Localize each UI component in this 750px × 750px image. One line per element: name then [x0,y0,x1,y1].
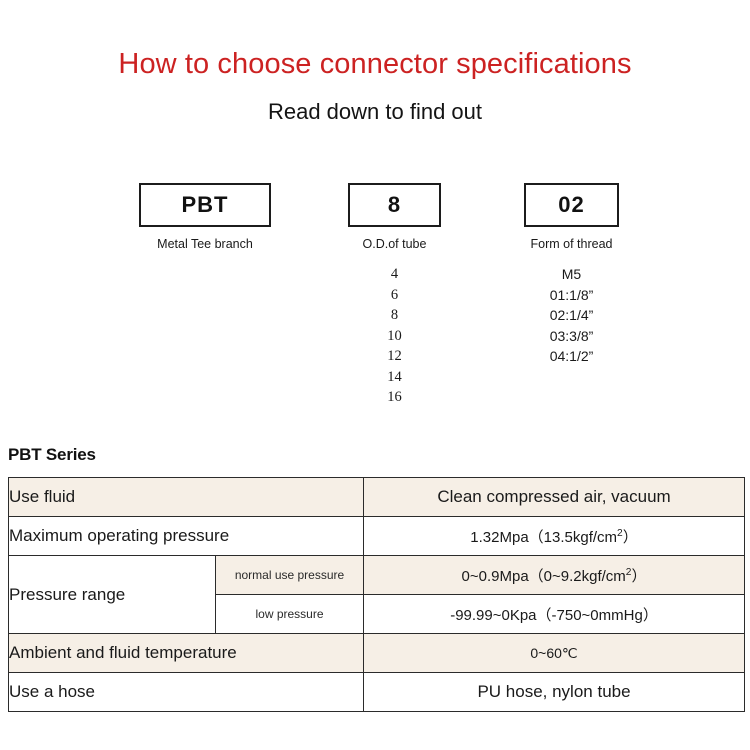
spec-label: Use fluid [7,477,365,517]
spec-value: 1.32Mpa（13.5kgf/cm2） [363,516,746,556]
spec-label: Use a hose [7,672,365,712]
code-breakdown-diagram: PBT Metal Tee branch 8 O.D.of tube 4 6 8… [0,183,750,423]
code-option: 14 [387,368,402,385]
table-row: Pressure range normal use pressure 0~0.9… [8,555,746,634]
code-option: 04:1/2” [549,348,594,364]
code-options-outer-diameter: 4 6 8 10 12 14 16 [348,264,441,408]
code-group-series: PBT Metal Tee branch [139,183,271,251]
code-box-outer-diameter: 8 [348,183,441,227]
code-option: 6 [390,286,399,303]
spec-value: -99.99~0Kpa（-750~0mmHg） [363,594,746,634]
specification-table: Use fluid Clean compressed air, vacuum M… [7,477,746,712]
code-caption-outer-diameter: O.D.of tube [362,237,427,251]
table-row: Use fluid Clean compressed air, vacuum [7,477,746,517]
table-row: Maximum operating pressure 1.32Mpa（13.5k… [7,516,746,556]
code-option: 02:1/4” [549,307,594,323]
spec-value: PU hose, nylon tube [363,672,746,712]
table-row: Ambient and fluid temperature 0~60℃ [7,633,746,673]
spec-sublabel: normal use pressure [214,555,365,595]
code-box-series: PBT [139,183,271,227]
code-group-outer-diameter: 8 O.D.of tube 4 6 8 10 12 14 16 [348,183,441,408]
spec-label: Maximum operating pressure [7,516,365,556]
code-box-thread-form: 02 [524,183,619,227]
code-option: M5 [561,266,582,282]
code-option: 12 [387,348,402,364]
code-option: 01:1/8” [549,286,594,303]
code-option: 03:3/8” [549,327,594,344]
page-subtitle: Read down to find out [267,99,483,124]
spec-series-heading: PBT Series [8,445,96,464]
table-row: low pressure -99.99~0Kpa（-750~0mmHg） [9,594,746,634]
code-option: 8 [390,307,399,323]
spec-label: Ambient and fluid temperature [7,633,365,673]
spec-value: 0~60℃ [363,633,746,673]
code-option: 10 [387,327,402,344]
code-caption-thread-form: Form of thread [530,237,613,251]
code-option: 4 [390,266,399,282]
code-caption-series: Metal Tee branch [157,237,253,251]
spec-sublabel: low pressure [214,594,365,634]
table-row: Use a hose PU hose, nylon tube [7,672,746,712]
spec-value: Clean compressed air, vacuum [363,477,746,517]
spec-value: 0~0.9Mpa（0~9.2kgf/cm2） [363,555,746,595]
code-options-thread-form: M5 01:1/8” 02:1/4” 03:3/8” 04:1/2” [524,264,619,367]
spec-label-pressure-range: Pressure range [8,555,216,634]
code-option: 16 [387,389,402,405]
page-title: How to choose connector specifications [118,48,632,80]
code-group-thread-form: 02 Form of thread M5 01:1/8” 02:1/4” 03:… [524,183,619,367]
